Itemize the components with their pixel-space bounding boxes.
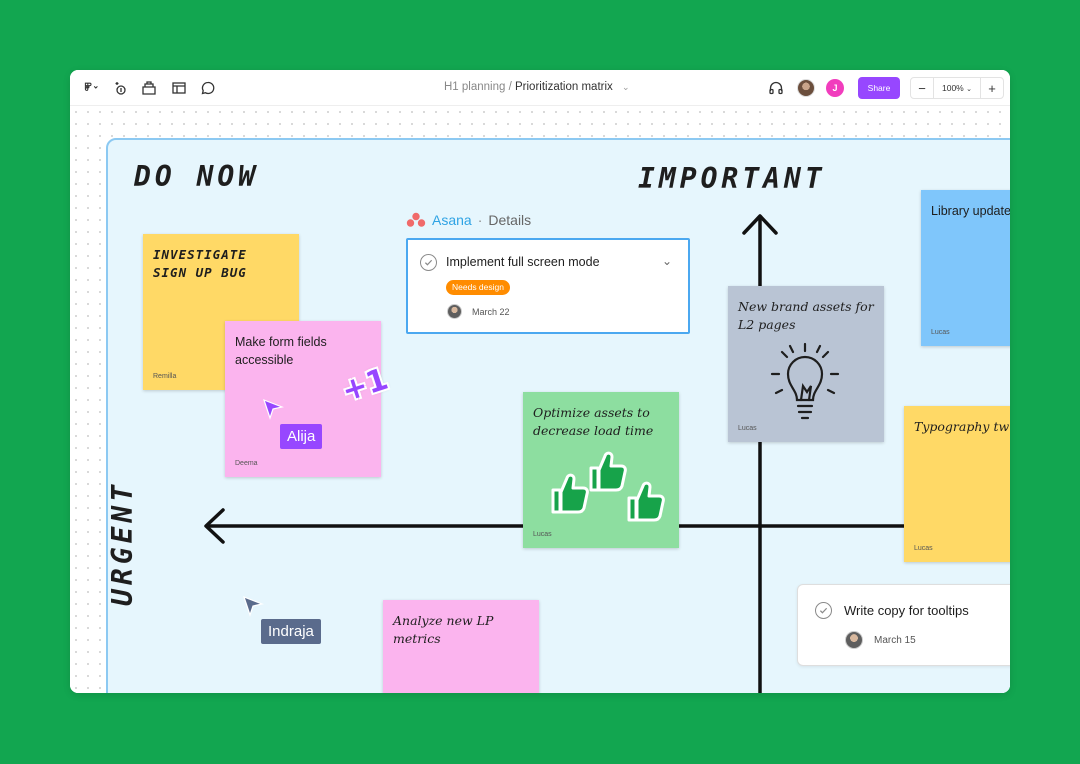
lightbulb-icon [770, 342, 840, 420]
cursor-label-indraja: Indraja [261, 619, 321, 644]
sticky-author: Remilla [153, 373, 177, 380]
breadcrumb-current[interactable]: Prioritization matrix [515, 81, 613, 93]
figma-menu-icon[interactable] [80, 79, 102, 97]
assignee-avatar [845, 631, 863, 649]
chevron-down-icon: ⌄ [966, 86, 972, 93]
asana-logo-icon [406, 212, 426, 227]
thumbs-up-stickers [551, 451, 665, 522]
important-heading: IMPORTANT [638, 162, 826, 195]
needs-design-tag[interactable]: Needs design [446, 280, 510, 295]
zoom-out-button[interactable]: − [918, 80, 926, 96]
sticky-author: Deema [235, 460, 258, 467]
sticky-note[interactable]: Make form fields accessible Deema [225, 321, 381, 477]
sticky-text: New brand assets for L2 pages [738, 299, 874, 332]
avatar[interactable] [797, 79, 815, 97]
sticky-author: Lucas [931, 329, 950, 336]
sticky-note[interactable]: Optimize assets to decrease load time Lu… [523, 392, 679, 548]
cursor-arrow-icon [243, 595, 264, 617]
chevron-down-icon[interactable]: ⌄ [621, 82, 630, 92]
cursor-label-alija: Alija [280, 424, 323, 449]
breadcrumb: H1 planning / Prioritization matrix ⌄ [444, 81, 630, 93]
asana-task-card[interactable]: Implement full screen mode ⌄ Needs desig… [406, 238, 690, 334]
sticky-note[interactable]: Analyze new LP metrics [383, 600, 539, 693]
sticky-note[interactable]: Library update Lucas [921, 190, 1010, 346]
sticky-text: INVESTIGATE SIGN UP BUG [153, 247, 247, 280]
zoom-control: − 100% ⌄ + [910, 77, 1004, 99]
asset-icon[interactable] [140, 79, 158, 97]
thumbs-up-icon [627, 481, 665, 522]
task-title[interactable]: Implement full screen mode [446, 255, 600, 269]
task-date: March 15 [874, 635, 916, 646]
assignee-avatar [447, 304, 462, 319]
sticky-author: Lucas [738, 425, 757, 432]
checkmark-icon [424, 259, 433, 266]
horizontal-axis-arrowhead [204, 508, 225, 544]
zoom-value: 100% [942, 83, 964, 93]
sticky-author: Lucas [533, 531, 552, 538]
canvas[interactable]: DO NOW IMPORTANT URGENT Asana · Details … [70, 106, 1010, 693]
do-now-heading: DO NOW [134, 160, 260, 193]
task-date: March 22 [472, 307, 510, 317]
chat-bubble-icon[interactable] [199, 79, 217, 97]
frame-icon[interactable] [170, 79, 188, 97]
asana-brand[interactable]: Asana [432, 212, 472, 228]
asana-separator: · [477, 212, 483, 228]
checkmark-icon [819, 607, 828, 614]
cursor-arrow-icon [263, 398, 284, 420]
avatar-initial[interactable]: J [826, 79, 844, 97]
zoom-in-button[interactable]: + [988, 80, 996, 96]
sticky-text: Analyze new LP metrics [393, 613, 494, 646]
thumbs-up-icon [589, 451, 627, 492]
share-button[interactable]: Share [858, 77, 900, 99]
asana-widget-header: Asana · Details [406, 210, 531, 230]
breadcrumb-separator: / [508, 81, 512, 93]
thumbs-up-icon [551, 473, 589, 514]
app-window: H1 planning / Prioritization matrix ⌄ J … [70, 70, 1010, 693]
sticky-text: Library update [931, 204, 1010, 218]
sticky-text: Make form fields accessible [235, 335, 327, 367]
urgent-heading: URGENT [106, 480, 139, 606]
sticky-note[interactable]: Typography tw Lucas [904, 406, 1010, 562]
breadcrumb-parent[interactable]: H1 planning [444, 81, 506, 93]
task-checkbox[interactable] [420, 254, 437, 271]
zoom-level-dropdown[interactable]: 100% ⌄ [933, 78, 981, 98]
sticky-author: Lucas [914, 545, 933, 552]
sticky-note[interactable]: New brand assets for L2 pages Lucas [728, 286, 884, 442]
task-title[interactable]: Write copy for tooltips [844, 603, 969, 618]
comment-tool-icon[interactable] [111, 79, 129, 97]
chevron-down-icon[interactable]: ⌄ [661, 254, 672, 268]
sticky-text: Optimize assets to decrease load time [533, 405, 654, 438]
task-checkbox[interactable] [815, 602, 832, 619]
asana-details-link[interactable]: Details [488, 212, 532, 228]
vertical-axis-arrowhead [742, 214, 778, 235]
task-card[interactable]: Write copy for tooltips March 15 [797, 584, 1010, 666]
sticky-text: Typography tw [914, 419, 1010, 434]
toolbar: H1 planning / Prioritization matrix ⌄ J … [70, 70, 1010, 106]
headphones-icon[interactable] [768, 80, 784, 96]
